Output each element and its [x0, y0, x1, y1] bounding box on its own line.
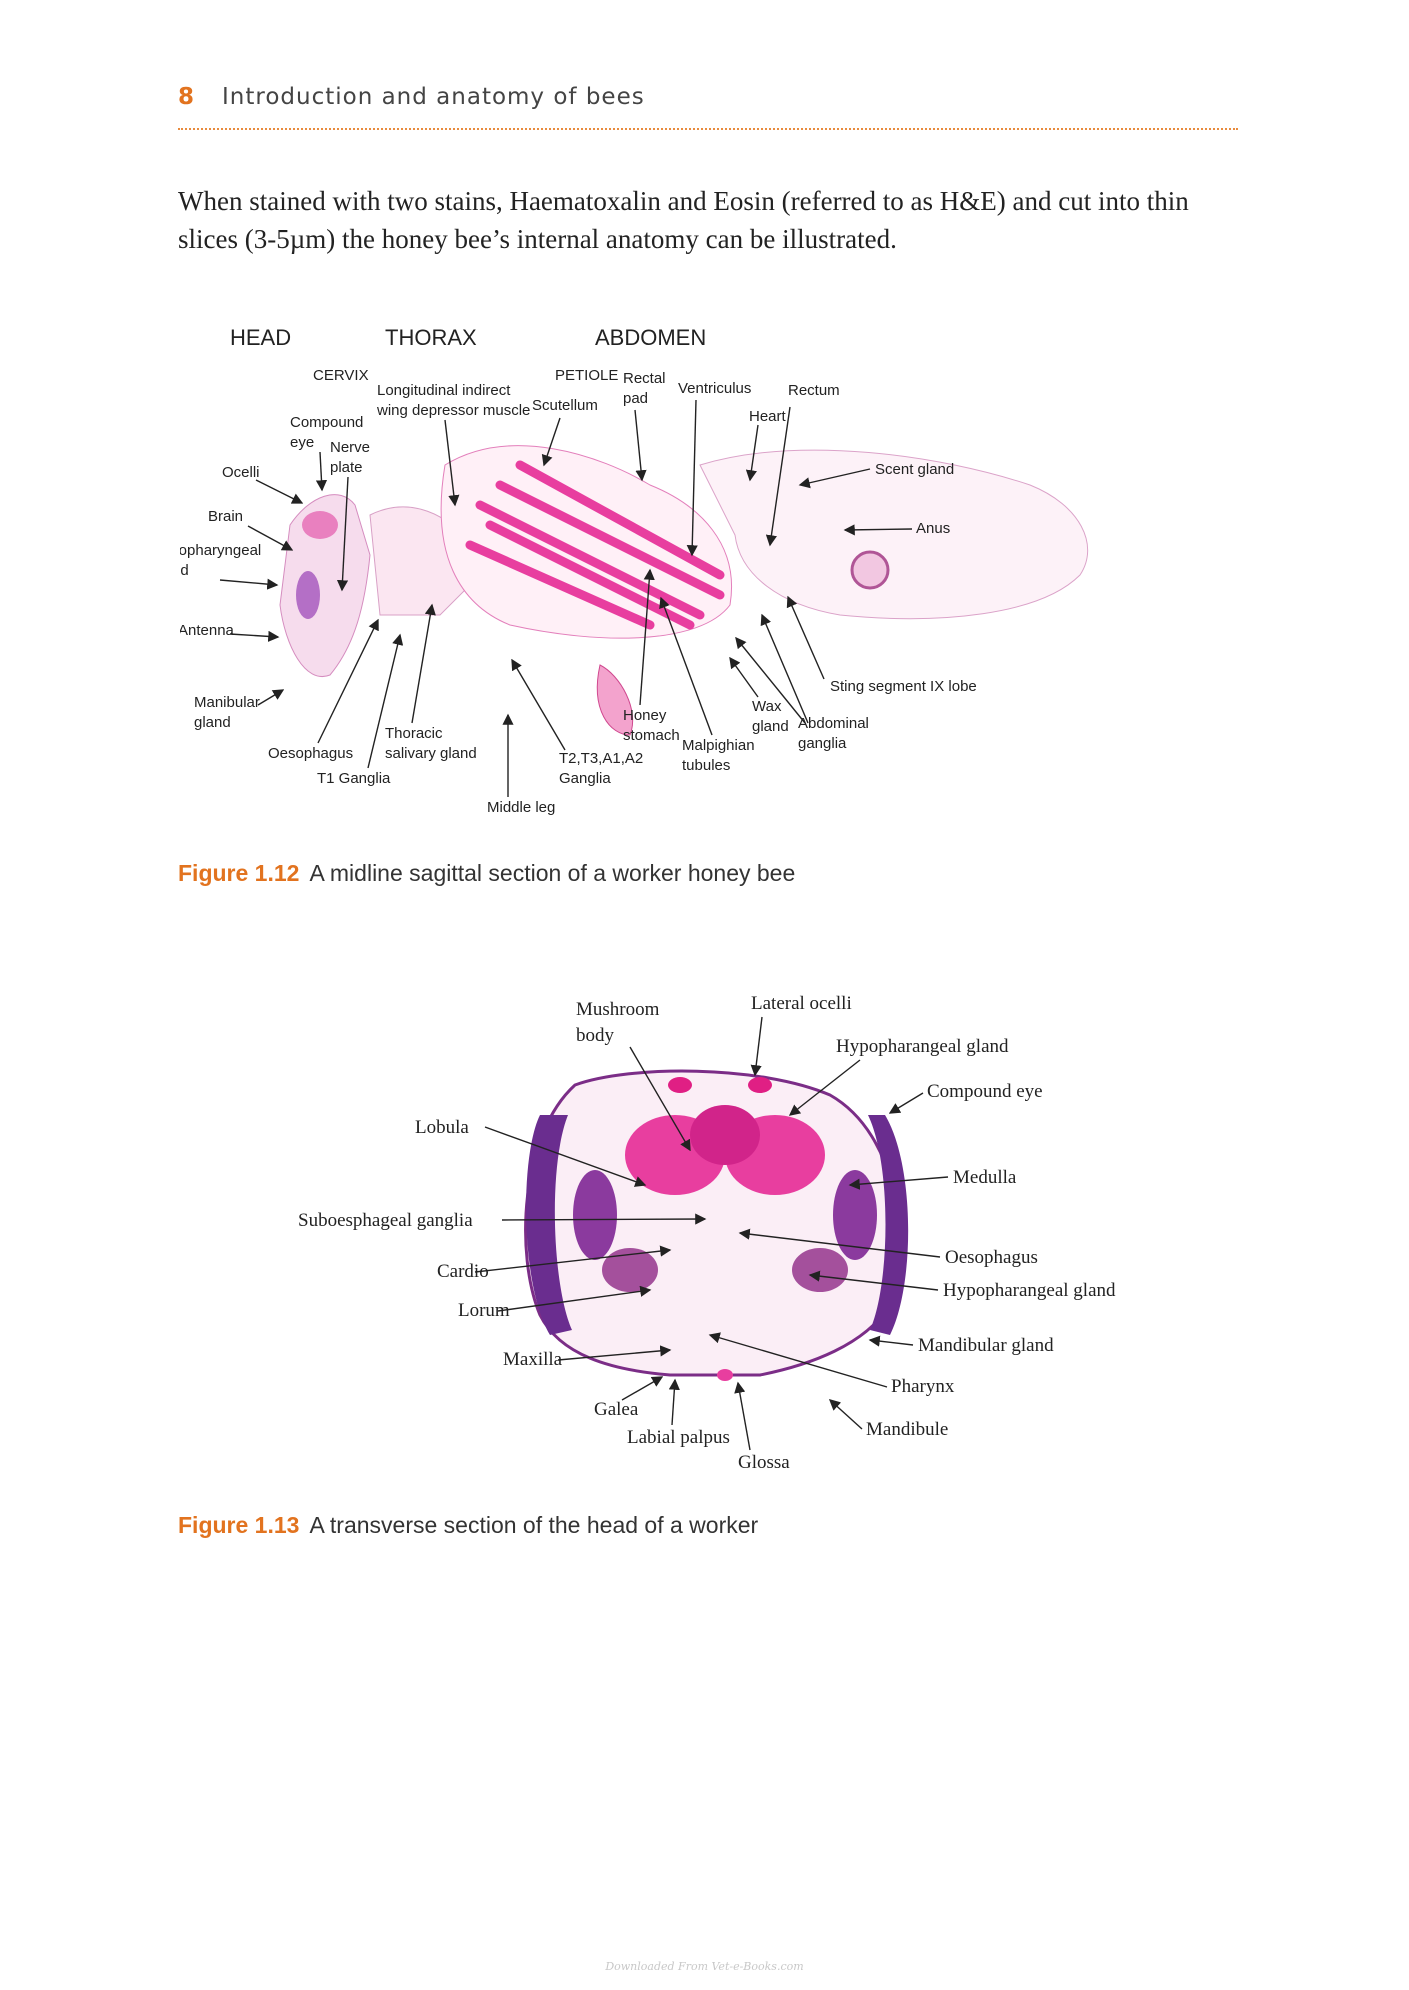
- label-scent: Scent gland: [875, 461, 954, 478]
- label-lorum: Lorum: [458, 1300, 510, 1321]
- label-longitudinal-2: wing depressor muscle: [376, 402, 530, 419]
- region-thorax: THORAX: [385, 325, 477, 350]
- label-hypo-1: Hypopharyngeal: [180, 542, 261, 559]
- label-suboesphageal: Suboesphageal ganglia: [298, 1210, 473, 1231]
- figure-1-13-caption: Figure 1.13 A transverse section of the h…: [178, 1512, 758, 1539]
- label-abd-1: Abdominal: [798, 715, 869, 732]
- label-malp-1: Malpighian: [682, 737, 755, 754]
- label-rectal-1: Rectal: [623, 370, 666, 387]
- figure-1-12-caption: Figure 1.12 A midline sagittal section of…: [178, 860, 795, 887]
- figure-1-12-number: Figure 1.12: [178, 860, 300, 886]
- label-nerve-1: Nerve: [330, 439, 370, 456]
- label-antenna: Antenna: [180, 622, 235, 639]
- label-nerve-2: plate: [330, 459, 363, 476]
- label-scutellum: Scutellum: [532, 397, 598, 414]
- label-longitudinal-1: Longitudinal indirect: [377, 382, 511, 399]
- label-oesophagus-2: Oesophagus: [945, 1247, 1038, 1268]
- label-glossa: Glossa: [738, 1452, 790, 1473]
- leader-lines: [219, 399, 913, 797]
- body-paragraph: When stained with two stains, Haematoxal…: [178, 186, 1189, 254]
- label-t1: T1 Ganglia: [317, 770, 391, 787]
- label-mandibule: Mandibule: [866, 1419, 948, 1440]
- label-compound-1: Compound: [290, 414, 363, 431]
- label-maxilla: Maxilla: [503, 1349, 563, 1370]
- label-cardio: Cardio: [437, 1261, 489, 1282]
- label-rectum: Rectum: [788, 382, 840, 399]
- label-mushroom-1: Mushroom: [576, 999, 660, 1020]
- label-mushroom-2: body: [576, 1025, 615, 1046]
- label-ventriculus: Ventriculus: [678, 380, 751, 397]
- figure-1-12-caption-text: A midline sagittal section of a worker h…: [309, 860, 796, 886]
- label-oesophagus: Oesophagus: [268, 745, 353, 762]
- label-compound-eye: Compound eye: [927, 1081, 1043, 1102]
- label-lateral-ocelli: Lateral ocelli: [751, 993, 852, 1014]
- label-hypo-bottom: Hypopharangeal gland: [943, 1280, 1116, 1301]
- label-middle-leg: Middle leg: [487, 799, 555, 816]
- label-sting: Sting segment IX lobe: [830, 678, 977, 695]
- label-ocelli: Ocelli: [222, 464, 260, 481]
- label-malp-2: tubules: [682, 757, 730, 774]
- label-thoracic-2: salivary gland: [385, 745, 477, 762]
- sagittal-section-image: [279, 445, 1089, 736]
- label-hypo-2: gland: [180, 562, 189, 579]
- page-header: 8 Introduction and anatomy of bees: [178, 84, 1238, 130]
- transverse-section-image: [524, 1069, 909, 1381]
- label-t2-1: T2,T3,A1,A2: [559, 750, 643, 767]
- label-galea: Galea: [594, 1399, 639, 1420]
- figure-1-13: Mushroom body Lateral ocelli Hypopharang…: [298, 993, 1116, 1473]
- label-lobula: Lobula: [415, 1117, 469, 1138]
- page-number: 8: [178, 84, 195, 110]
- running-title: Introduction and anatomy of bees: [222, 84, 645, 110]
- region-head: HEAD: [230, 325, 291, 350]
- label-thoracic-1: Thoracic: [385, 725, 443, 742]
- label-petiole: PETIOLE: [555, 367, 618, 384]
- label-hypo-top: Hypopharangeal gland: [836, 1036, 1009, 1057]
- label-medulla: Medulla: [953, 1167, 1017, 1188]
- label-wax-1: Wax: [752, 698, 782, 715]
- label-t2-2: Ganglia: [559, 770, 611, 787]
- label-wax-2: gland: [752, 718, 789, 735]
- label-rectal-2: pad: [623, 390, 648, 407]
- label-mandibular-gland: Mandibular gland: [918, 1335, 1054, 1356]
- label-cervix: CERVIX: [313, 367, 369, 384]
- label-brain: Brain: [208, 508, 243, 525]
- figure-1-13-number: Figure 1.13: [178, 1512, 300, 1538]
- figure-1-13-caption-text: A transverse section of the head of a wo…: [309, 1512, 759, 1538]
- label-pharynx: Pharynx: [891, 1376, 955, 1397]
- label-honey-1: Honey: [623, 707, 667, 724]
- label-labial-palpus: Labial palpus: [627, 1427, 730, 1448]
- label-anus: Anus: [916, 520, 950, 537]
- label-manib-1: Manibular: [194, 694, 260, 711]
- leader-lines-2: [474, 1016, 949, 1451]
- region-abdomen: ABDOMEN: [595, 325, 706, 350]
- label-manib-2: gland: [194, 714, 231, 731]
- label-compound-2: eye: [290, 434, 314, 451]
- figure-1-12: HEAD THORAX ABDOMEN CERVIX PETIOLE Longi…: [180, 325, 1089, 816]
- label-heart: Heart: [749, 408, 787, 425]
- label-honey-2: stomach: [623, 727, 680, 744]
- label-abd-2: ganglia: [798, 735, 847, 752]
- footer-watermark: Downloaded From Vet-e-Books.com: [605, 1960, 804, 1973]
